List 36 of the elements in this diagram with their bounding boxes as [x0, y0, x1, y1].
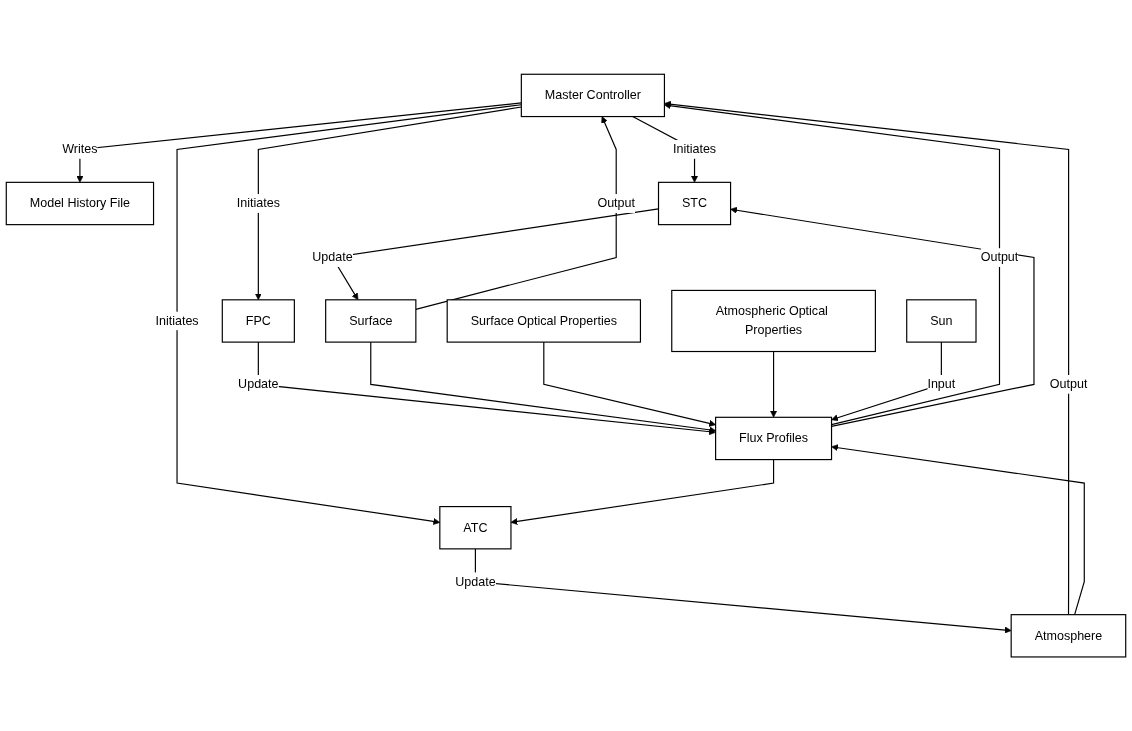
node-box: Surface	[325, 299, 417, 343]
arrow	[415, 116, 617, 310]
arrow	[770, 350, 777, 418]
arrow	[510, 458, 775, 525]
node-box: Surface Optical Properties	[446, 299, 641, 343]
arrow	[176, 104, 522, 525]
node-box: Sun	[906, 299, 977, 343]
node-box: STC	[657, 181, 732, 226]
node-box: Atmospheric Optical Properties	[671, 289, 876, 352]
arrow	[664, 100, 1070, 616]
node-box: Atmosphere	[1010, 613, 1127, 658]
node-box: Model History File	[5, 181, 155, 226]
edge-label: Update	[312, 250, 353, 264]
edge-label: Output	[597, 196, 636, 210]
arrow	[730, 206, 1035, 427]
edge-label: Initiates	[155, 313, 199, 328]
arrow	[76, 102, 522, 183]
node-box: ATC	[439, 505, 512, 550]
node-box: FPC	[221, 299, 295, 343]
edge-label: Writes	[62, 142, 98, 156]
edge-label: Update	[455, 574, 496, 588]
node-box: Master Controller	[520, 73, 665, 118]
edge-label: Initiates	[236, 196, 280, 210]
arrow	[370, 341, 716, 434]
edge-label: Output	[980, 250, 1019, 264]
arrow	[831, 444, 1085, 616]
edge-label: Update	[238, 377, 279, 391]
edge-label: Initiates	[672, 142, 717, 156]
arrow	[474, 548, 1012, 634]
node-box: Flux Profiles	[715, 416, 833, 461]
edge-label: Input	[927, 377, 956, 391]
arrow	[664, 102, 1001, 426]
edge-label: Output	[1049, 377, 1088, 391]
arrow	[543, 341, 716, 427]
arrow	[257, 341, 716, 436]
arrow	[254, 106, 522, 301]
